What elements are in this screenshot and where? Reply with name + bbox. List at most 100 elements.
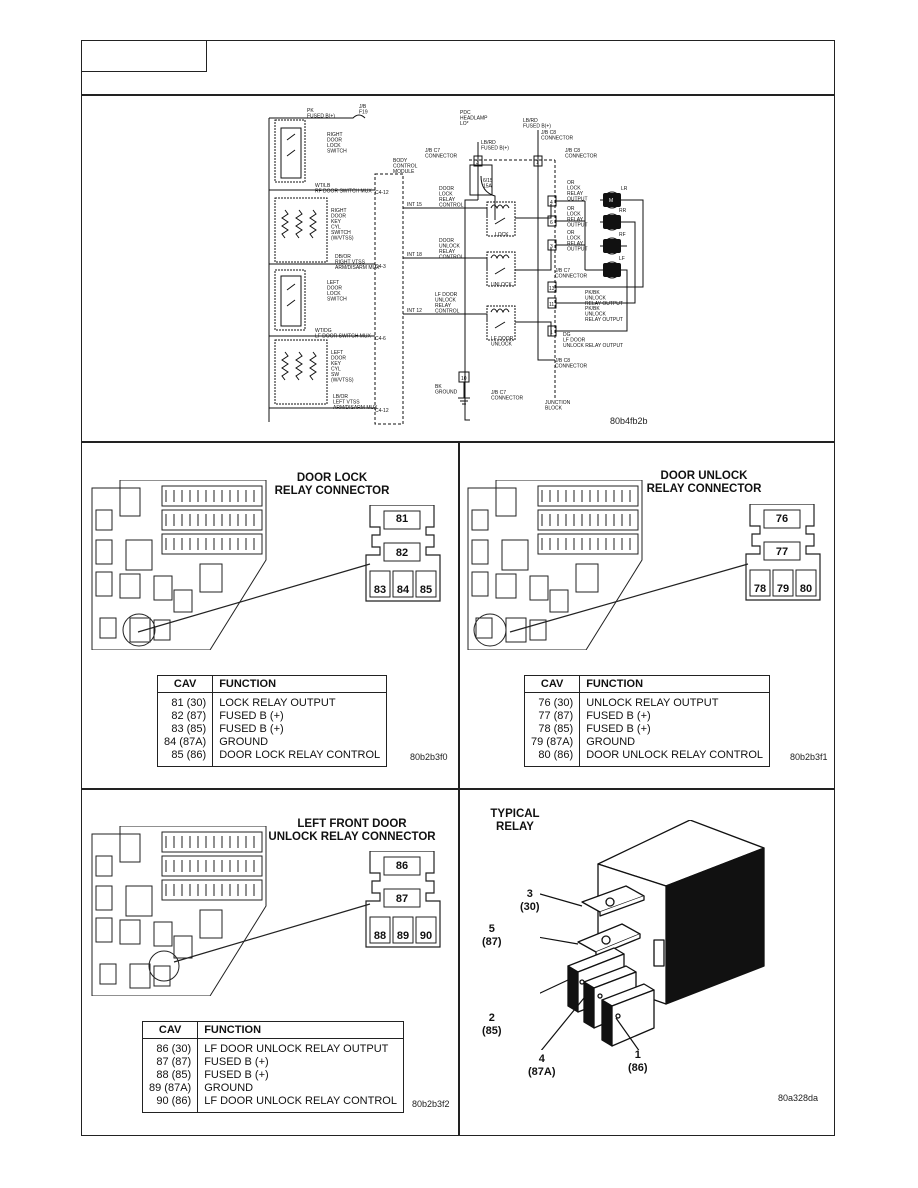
- header-divider: [81, 94, 835, 96]
- door-lock-title-line1: DOOR LOCK: [296, 472, 368, 484]
- motor-label: RR: [619, 208, 627, 214]
- relay-title: TYPICAL RELAY: [480, 808, 550, 834]
- cav-cell: 80 (86): [524, 749, 581, 767]
- pin-89: 89: [396, 930, 410, 942]
- col-cav: CAV: [157, 675, 214, 693]
- door-lock-title-line2: RELAY CONNECTOR: [274, 485, 390, 497]
- function-cell: LF DOOR UNLOCK RELAY OUTPUT: [204, 1043, 389, 1055]
- col-cav: CAV: [524, 675, 581, 693]
- fuse-block-drawing-lock: [91, 480, 267, 650]
- pin-81: 81: [395, 513, 409, 525]
- cav-cell: 79 (87A): [524, 736, 581, 749]
- relay-terminal-3: 3 (30): [520, 888, 540, 914]
- pin-85: 85: [419, 584, 433, 596]
- relay-drawing: [540, 820, 765, 1050]
- wiring-code: 80b4fb2b: [610, 416, 648, 426]
- relay-terminal-5-number: 5: [488, 923, 495, 935]
- function-cell: DOOR LOCK RELAY CONTROL: [219, 749, 381, 761]
- pin-label: C4-3: [375, 264, 386, 270]
- function-cell: DOOR UNLOCK RELAY CONTROL: [586, 749, 764, 761]
- pin-label: C4-6: [375, 336, 386, 342]
- cav-cell: 78 (85): [524, 723, 581, 736]
- pin-label: 10: [461, 376, 467, 382]
- relay-label: UNLOCK: [491, 282, 513, 288]
- relay-terminal-4: 4 (87A): [528, 1053, 556, 1079]
- cav-cell: 86 (30): [142, 1038, 199, 1056]
- door-lock-title: DOOR LOCK RELAY CONNECTOR: [262, 472, 402, 498]
- pin-78: 78: [753, 583, 767, 595]
- door-lock-code: 80b2b3f0: [410, 752, 448, 762]
- function-cell: FUSED B (+): [219, 710, 284, 722]
- function-cell: GROUND: [204, 1082, 254, 1094]
- pin-76: 76: [775, 513, 789, 525]
- pin-label: INT 12: [407, 308, 422, 314]
- lf-unlock-connector: [365, 851, 441, 948]
- pointer-line-lf: [173, 903, 371, 963]
- cav-cell: 81 (30): [157, 692, 214, 710]
- pin-80: 80: [799, 583, 813, 595]
- lf-unlock-title-line2: UNLOCK RELAY CONNECTOR: [268, 831, 436, 843]
- relay-terminal-1-pin: (86): [628, 1062, 648, 1074]
- lf-unlock-title: LEFT FRONT DOOR UNLOCK RELAY CONNECTOR: [262, 818, 442, 844]
- pin-label: C4-12: [375, 190, 389, 196]
- motor-label: LF: [619, 256, 625, 262]
- col-cav: CAV: [142, 1021, 199, 1039]
- pin-label: 4: [550, 200, 553, 206]
- cav-cell: 90 (86): [142, 1095, 199, 1113]
- cav-cell: 77 (87): [524, 710, 581, 723]
- relay-terminal-1: 1 (86): [628, 1049, 648, 1075]
- col-function: FUNCTION: [212, 675, 387, 693]
- function-cell: GROUND: [586, 736, 636, 748]
- relay-terminal-5: 5 (87): [482, 923, 502, 949]
- relay-terminal-2: 2 (85): [482, 1012, 502, 1038]
- relay-terminal-2-pin: (85): [482, 1025, 502, 1037]
- pin-87: 87: [395, 893, 409, 905]
- cav-cell: 84 (87A): [157, 736, 214, 749]
- relay-label: LOCK: [495, 232, 509, 238]
- fuse-block-drawing-unlock: [467, 480, 643, 650]
- pin-label: 3: [550, 244, 553, 250]
- function-cell: GROUND: [219, 736, 269, 748]
- function-cell: FUSED B (+): [586, 710, 651, 722]
- door-unlock-title: DOOR UNLOCK RELAY CONNECTOR: [634, 470, 774, 496]
- relay-terminal-2-number: 2: [488, 1012, 495, 1024]
- function-cell: LOCK RELAY OUTPUT: [219, 697, 336, 709]
- function-cell: FUSED B (+): [204, 1056, 269, 1068]
- pin-88: 88: [373, 930, 387, 942]
- pin-79: 79: [776, 583, 790, 595]
- pin-90: 90: [419, 930, 433, 942]
- cav-cell: 88 (85): [142, 1069, 199, 1082]
- cav-cell: 85 (86): [157, 749, 214, 767]
- relay-terminal-3-number: 3: [526, 888, 533, 900]
- door-unlock-title-line2: RELAY CONNECTOR: [646, 483, 762, 495]
- pin-label: 13: [549, 286, 555, 292]
- motor-symbol: M: [609, 198, 613, 204]
- relay-code: 80a328da: [778, 1093, 819, 1103]
- function-cell: LF DOOR UNLOCK RELAY CONTROL: [204, 1095, 397, 1107]
- pin-label: 11: [549, 302, 554, 308]
- relay-title-line1: TYPICAL: [490, 808, 540, 820]
